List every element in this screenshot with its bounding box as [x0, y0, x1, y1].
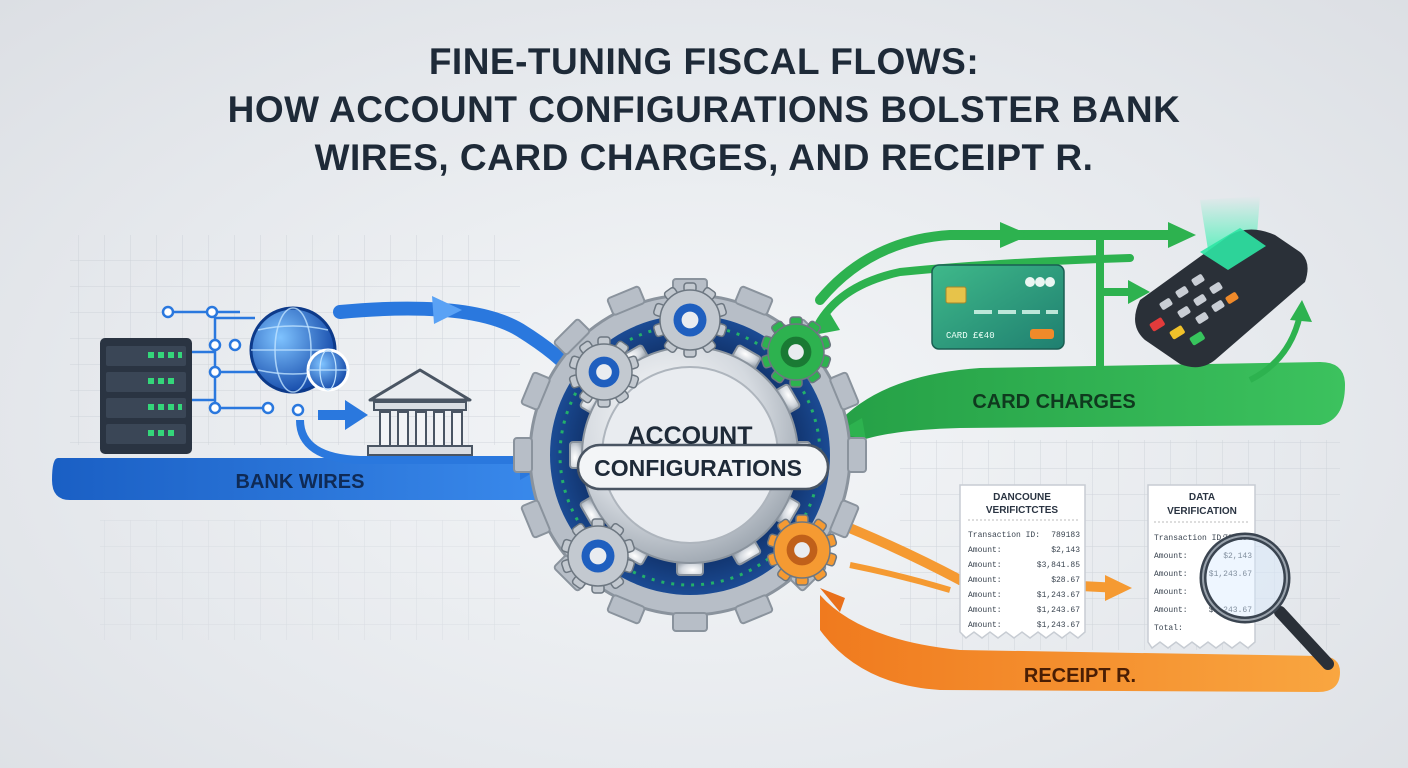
- gear-orange-icon: [766, 514, 838, 586]
- payment-terminal-icon: [1135, 196, 1308, 368]
- receipt-row-label: Amount:: [1154, 570, 1188, 579]
- receipt-row: Amount: $1,243.67: [1154, 606, 1252, 615]
- page-title: FINE-TUNING FISCAL FLOWS: HOW ACCOUNT CO…: [0, 38, 1408, 182]
- receipt-row-label: Amount:: [1154, 552, 1188, 561]
- receipt-row: Amount: $3,841.85: [968, 561, 1080, 570]
- title-line-1: FINE-TUNING FISCAL FLOWS:: [428, 41, 980, 82]
- receipt-row: Amount: $1,243.67: [968, 621, 1080, 630]
- card-charges-top-arrow-2: [1168, 222, 1196, 248]
- card-charges-top-path: [815, 230, 1175, 305]
- receipt-row: Amount: $1,243.67: [968, 606, 1080, 615]
- card-charges-top-arrow-1: [1000, 222, 1030, 248]
- receipt-right-heading-1: DATA: [1189, 492, 1215, 503]
- credit-card-text: CARD £€40: [946, 331, 995, 341]
- receipt-row: Amount:: [1154, 588, 1188, 597]
- receipt-row-label: Amount:: [968, 561, 1002, 570]
- globe-icon: [249, 306, 350, 394]
- receipt-row: Amount: $2,143: [968, 546, 1080, 555]
- receipt-row-label: Amount:: [968, 591, 1002, 600]
- receipt-row: Total:: [1154, 624, 1183, 633]
- receipt-left-rows: Transaction ID:789183Amount:$2,143Amount…: [968, 531, 1080, 630]
- card-charges-return-path: [814, 254, 1134, 329]
- gear-left-icon: [568, 336, 640, 408]
- receipt-left-heading-1: DANCOUNE: [993, 492, 1051, 503]
- grid-lower-left: [100, 520, 520, 640]
- card-charges-terminal-link: [1248, 314, 1303, 383]
- receipt-row-value: $1,243.67: [1037, 621, 1080, 630]
- receipt-row-value: $1,243.67: [1209, 606, 1252, 615]
- network-nodes-icon: [161, 305, 305, 417]
- receipt-row: Amount: $2,143: [1154, 552, 1252, 561]
- bank-wires-upper-arrow: [432, 296, 462, 324]
- receipt-row-value: $28.67: [1051, 576, 1080, 585]
- receipt-label: RECEIPT R.: [1024, 665, 1136, 687]
- hub-title-line-2: CONFIGURATIONS: [594, 455, 802, 481]
- bank-building-icon: [367, 368, 473, 456]
- card-charges-band: [836, 362, 1345, 445]
- satellite-gears: [560, 282, 838, 594]
- receipt-row-label: Amount:: [968, 576, 1002, 585]
- credit-card-icon: CARD £€40: [931, 264, 1065, 350]
- receipt-row-value: $1,243.67: [1037, 606, 1080, 615]
- receipt-top-arrow: [1105, 575, 1132, 601]
- bank-wires-feeder: [296, 419, 520, 464]
- card-charges-arrow-to-hub: [838, 418, 866, 440]
- receipt-row: Transaction ID: 789183: [968, 531, 1080, 540]
- receipt-row-label: Amount:: [1154, 588, 1188, 597]
- receipt-row-label: Transaction ID:: [1154, 534, 1226, 543]
- receipt-row: Amount: $28.67: [968, 576, 1080, 585]
- card-charges-branch-arrow: [1128, 280, 1150, 304]
- receipt-row-value: $3,841.85: [1037, 561, 1080, 570]
- receipt-row-label: Transaction ID:: [968, 531, 1040, 540]
- receipt-row-value: $2,143: [1223, 552, 1252, 561]
- bank-wires-upper-path: [333, 301, 582, 382]
- gear-green-icon: [760, 316, 832, 388]
- hub-label-pill: [576, 443, 830, 491]
- receipt-row-label: Amount:: [968, 546, 1002, 555]
- receipt-row-value: 789183: [1051, 531, 1080, 540]
- receipt-left-document: DANCOUNE VERIFICTCTES Transaction ID: 789…: [959, 484, 1086, 639]
- title-line-2: HOW ACCOUNT CONFIGURATIONS BOLSTER BANK: [227, 89, 1181, 130]
- receipt-row-label: Amount:: [968, 621, 1002, 630]
- receipt-band: [820, 595, 1340, 692]
- magnifier-icon: [1199, 532, 1334, 670]
- server-rack-icon: [100, 338, 192, 454]
- card-charges-terminal-arrow: [1290, 300, 1312, 322]
- hub-title-line-1: ACCOUNT: [628, 422, 753, 450]
- receipt-inner-path: [849, 562, 951, 593]
- card-charges-flow: CARD CHARGES: [808, 222, 1345, 445]
- gear-top-icon: [652, 282, 728, 358]
- bank-wires-flow: BANK WIRES: [52, 296, 600, 500]
- receipt-right-heading-2: VERIFICATION: [1167, 506, 1237, 517]
- receipt-row: Amount: $1,243.67: [1154, 570, 1252, 579]
- gear-bottom-left-icon: [560, 518, 636, 594]
- title-line-3: WIRES, CARD CHARGES, AND RECEIPT R.: [314, 137, 1094, 178]
- receipt-row-value: $1,243.67: [1037, 591, 1080, 600]
- card-charges-label: CARD CHARGES: [972, 391, 1135, 413]
- small-arrow-icon: [318, 400, 368, 430]
- receipt-left-heading-2: VERIFICTCTES: [986, 505, 1059, 516]
- receipt-row-value: $2,143: [1051, 546, 1080, 555]
- receipt-row-label: Total:: [1154, 624, 1183, 633]
- bank-wires-label: BANK WIRES: [236, 471, 365, 493]
- bank-wires-band: [52, 458, 600, 500]
- receipt-arrow-to-hub: [820, 588, 845, 612]
- receipt-row-label: Amount:: [968, 606, 1002, 615]
- receipt-row-value: $1,243.67: [1209, 570, 1252, 579]
- receipt-row-label: Amount:: [1154, 606, 1188, 615]
- receipt-row: Amount: $1,243.67: [968, 591, 1080, 600]
